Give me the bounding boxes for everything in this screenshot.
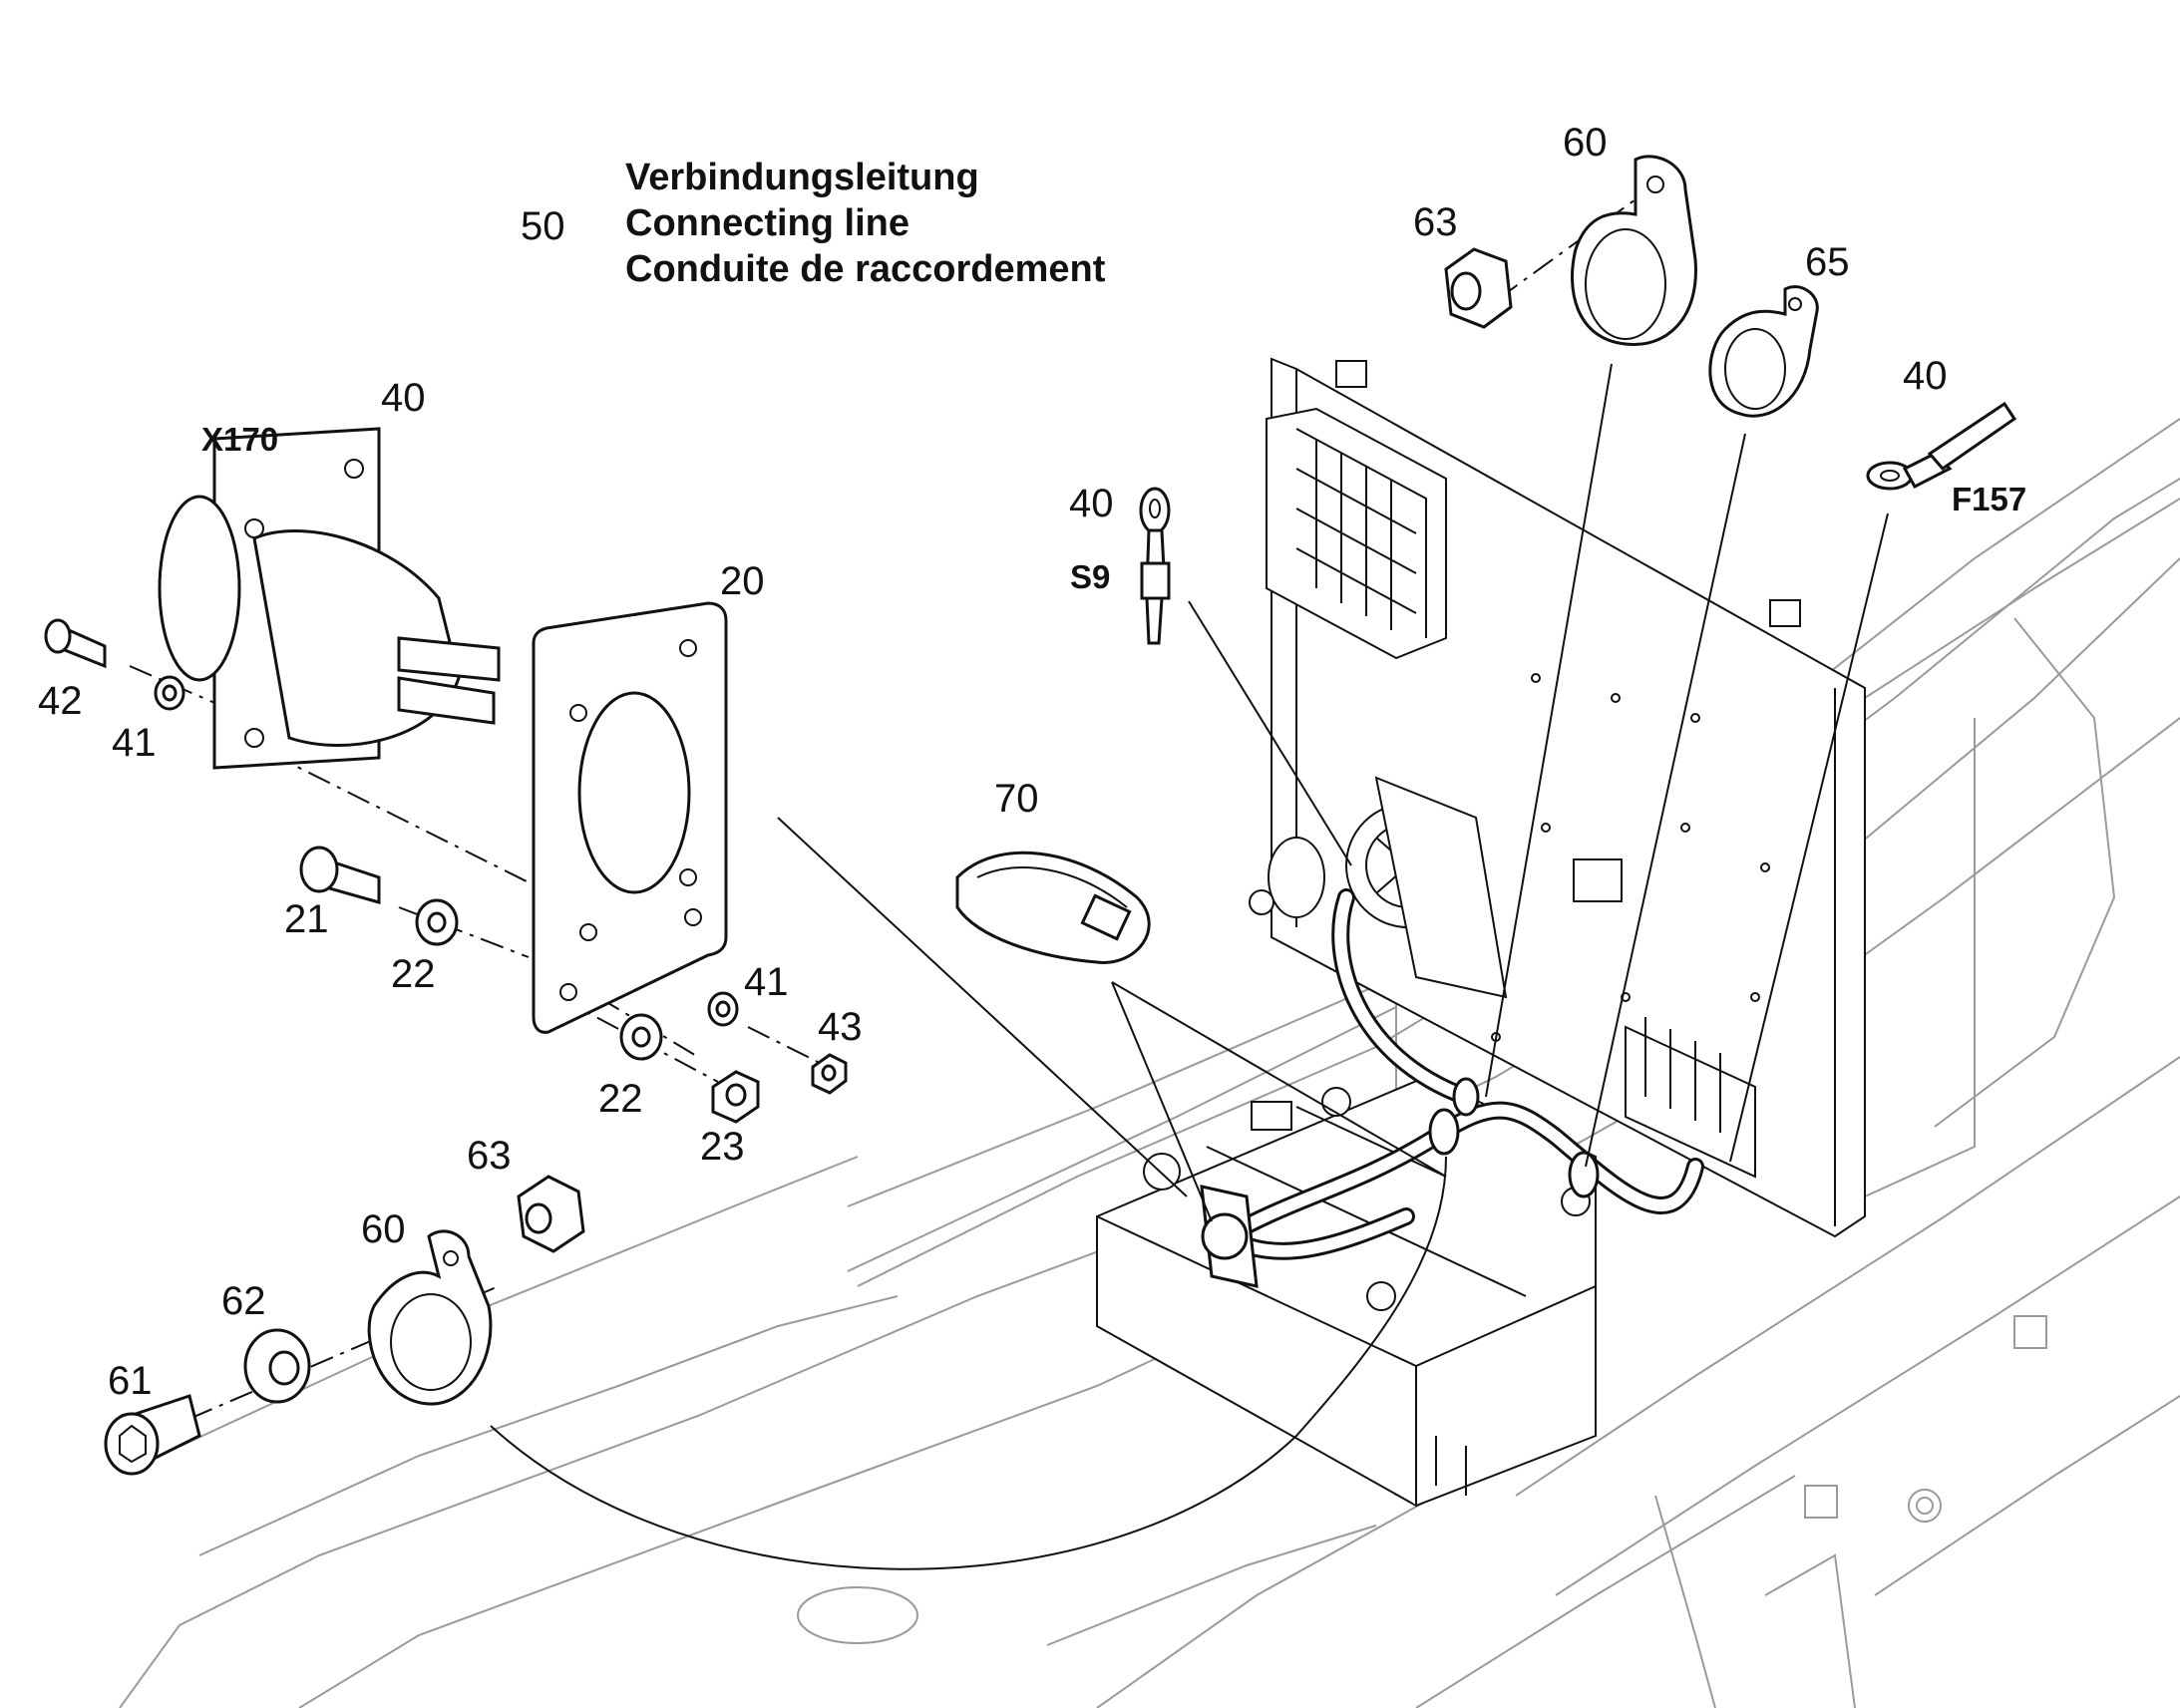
screw-21	[299, 846, 381, 904]
nut-23	[711, 1070, 760, 1124]
ref-f157: F157	[1952, 481, 2026, 517]
callout-65: 65	[1805, 240, 1850, 284]
callout-21: 21	[284, 897, 329, 941]
flange-plate-20	[532, 601, 728, 1034]
ref-s9: S9	[1070, 558, 1110, 595]
reference-designators: X170 S9 F157	[201, 421, 2026, 595]
screw-42	[44, 618, 107, 669]
clamp-60-bottom	[367, 1229, 493, 1406]
ring-terminal-s9	[1139, 487, 1171, 645]
leader-lines	[490, 363, 1889, 1570]
clamp-65	[1708, 285, 1819, 418]
batteries	[1096, 1075, 1597, 1508]
installed-cable	[1200, 888, 1704, 1288]
control-panel	[1249, 357, 1866, 1238]
ref-x170: X170	[201, 421, 278, 458]
washer-41-left	[154, 675, 185, 711]
clamp-60-top	[1571, 155, 1697, 347]
callout-42: 42	[38, 679, 83, 723]
callout-43: 43	[818, 1005, 863, 1049]
connector-x170	[158, 427, 501, 770]
washer-62	[243, 1328, 311, 1404]
title-fr: Conduite de raccordement	[625, 248, 1106, 290]
title-item-number: 50	[521, 204, 565, 248]
nut-63-top	[1444, 247, 1513, 329]
nut-63-bottom	[517, 1175, 585, 1253]
callout-22-left: 22	[391, 952, 436, 996]
callout-70: 70	[994, 777, 1039, 821]
callout-20: 20	[720, 559, 765, 603]
callout-40-connector: 40	[381, 376, 426, 420]
washer-41-right	[707, 991, 739, 1027]
callout-23: 23	[700, 1125, 745, 1169]
callout-60-top: 60	[1563, 121, 1608, 165]
nut-43	[811, 1053, 848, 1095]
title-en: Connecting line	[625, 202, 909, 244]
callout-22-right: 22	[598, 1077, 643, 1121]
screw-61	[104, 1394, 201, 1476]
callout-41-left: 41	[112, 721, 157, 765]
title-block: 50 Verbindungsleitung Connecting line Co…	[521, 157, 1106, 290]
callout-63-top: 63	[1413, 200, 1458, 244]
callout-40-s9: 40	[1069, 482, 1114, 525]
washer-22-right	[619, 1013, 663, 1061]
washer-22-left	[415, 898, 459, 946]
callout-63-bottom: 63	[467, 1134, 512, 1178]
strap-70	[955, 851, 1151, 964]
callout-40-f157: 40	[1903, 354, 1948, 398]
callouts: 40 20 42 41 21 22 22 41 43 23 63 60 62 6…	[38, 121, 1948, 1403]
callout-60-bottom: 60	[361, 1207, 406, 1251]
ring-terminal-f157	[1866, 401, 2017, 491]
callout-61: 61	[108, 1359, 153, 1403]
panel-screws	[1491, 673, 1770, 1042]
title-de: Verbindungsleitung	[625, 157, 979, 198]
callout-62: 62	[221, 1279, 266, 1323]
callout-41-right: 41	[744, 960, 789, 1004]
